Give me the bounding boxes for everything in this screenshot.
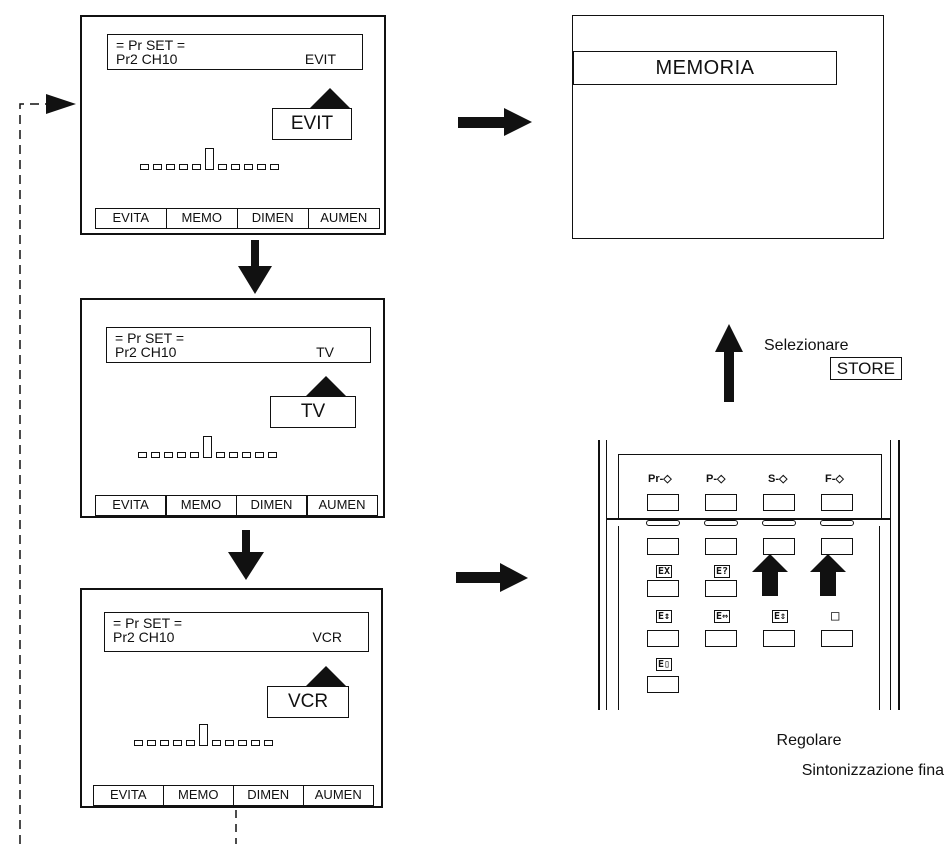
dimen-button[interactable]: DIMEN bbox=[232, 785, 304, 806]
exit-icon: EX bbox=[656, 565, 673, 578]
red-key[interactable] bbox=[646, 520, 680, 526]
dimen-button[interactable]: DIMEN bbox=[236, 208, 309, 229]
memo-button[interactable]: MEMO bbox=[165, 495, 237, 516]
aumen-button[interactable]: AUMEN bbox=[306, 495, 378, 516]
function-button-row: EVITA MEMO DIMEN AUMEN bbox=[92, 785, 374, 806]
select-text: Selezionare bbox=[764, 337, 849, 354]
row4-button-4[interactable] bbox=[821, 630, 853, 647]
row4-button-2[interactable] bbox=[705, 630, 737, 647]
function-button-row: EVITA MEMO DIMEN AUMEN bbox=[94, 208, 380, 229]
row3-button-2[interactable] bbox=[705, 580, 737, 597]
up-arrow-icon bbox=[752, 554, 788, 596]
p-key-label: P-◇ bbox=[706, 473, 726, 485]
f-button[interactable] bbox=[821, 494, 853, 511]
row2-button-2[interactable] bbox=[705, 538, 737, 555]
text-icon-4: E▯ bbox=[656, 658, 673, 671]
evita-button[interactable]: EVITA bbox=[92, 785, 164, 806]
text-icon-1: E↕ bbox=[656, 610, 673, 623]
up-arrow-icon bbox=[810, 554, 846, 596]
memo-button[interactable]: MEMO bbox=[162, 785, 234, 806]
header-title: = Pr SET = bbox=[116, 37, 185, 53]
header-title: = Pr SET = bbox=[115, 330, 184, 346]
header-channel: Pr2 CH10 bbox=[115, 344, 177, 360]
right-arrow-top bbox=[458, 108, 532, 136]
up-arrow bbox=[715, 324, 743, 402]
row2-button-1[interactable] bbox=[647, 538, 679, 555]
function-button-row: EVITA MEMO DIMEN AUMEN bbox=[94, 495, 378, 516]
pointer-triangle bbox=[306, 376, 346, 396]
evita-button[interactable]: EVITA bbox=[94, 495, 167, 516]
memoria-label: MEMORIA bbox=[573, 51, 837, 85]
s-button[interactable] bbox=[763, 494, 795, 511]
text-icon-2: E⇔ bbox=[714, 610, 731, 623]
pr-key-label: Pr-◇ bbox=[648, 473, 672, 485]
mode-label-box: VCR bbox=[267, 686, 349, 718]
row2-button-3[interactable] bbox=[763, 538, 795, 555]
down-arrow-2 bbox=[228, 530, 264, 580]
right-arrow-bottom bbox=[456, 563, 528, 592]
yellow-key[interactable] bbox=[762, 520, 796, 526]
remote-top-panel bbox=[618, 454, 882, 519]
evita-button[interactable]: EVITA bbox=[94, 208, 167, 229]
pointer-triangle bbox=[310, 88, 350, 108]
tuning-bar-indicator bbox=[134, 724, 277, 746]
mode-label-box: EVIT bbox=[272, 108, 352, 140]
header-mode: EVIT bbox=[304, 51, 336, 67]
header-channel: Pr2 CH10 bbox=[116, 51, 178, 67]
adjust-caption: Regolare Sintonizzazione fina bbox=[730, 732, 944, 780]
header-mode: TV bbox=[316, 344, 334, 360]
aumen-button[interactable]: AUMEN bbox=[307, 208, 380, 229]
row3-button-1[interactable] bbox=[647, 580, 679, 597]
row2-button-4[interactable] bbox=[821, 538, 853, 555]
tuning-bar-indicator bbox=[140, 148, 283, 170]
tv-screen-1: = Pr SET = Pr2 CH10 EVIT EVIT EVITA MEMO… bbox=[80, 15, 386, 235]
square-icon: □ bbox=[831, 608, 840, 624]
row4-button-1[interactable] bbox=[647, 630, 679, 647]
adjust-line1: Regolare bbox=[776, 732, 842, 749]
header-mode: VCR bbox=[312, 629, 342, 645]
tuning-bar-indicator bbox=[138, 436, 281, 458]
text-icon-3: E⇕ bbox=[772, 610, 789, 623]
tv-screen-2: = Pr SET = Pr2 CH10 TV TV EVITA MEMO DIM… bbox=[80, 298, 385, 518]
screen-header: = Pr SET = Pr2 CH10 TV bbox=[106, 327, 371, 363]
row5-button-1[interactable] bbox=[647, 676, 679, 693]
loop-dashed-line bbox=[19, 103, 46, 844]
help-icon: E? bbox=[714, 565, 731, 578]
loop-arrowhead bbox=[46, 94, 76, 114]
memoria-screen: MEMORIA bbox=[572, 15, 884, 239]
f-key-label: F-◇ bbox=[825, 473, 844, 485]
screen-header: = Pr SET = Pr2 CH10 VCR bbox=[104, 612, 369, 652]
s-key-label: S-◇ bbox=[768, 473, 788, 485]
screen-header: = Pr SET = Pr2 CH10 EVIT bbox=[107, 34, 363, 70]
dimen-button[interactable]: DIMEN bbox=[235, 495, 308, 516]
remote-divider bbox=[606, 518, 890, 520]
p-button[interactable] bbox=[705, 494, 737, 511]
press-arrows bbox=[752, 554, 846, 596]
memo-button[interactable]: MEMO bbox=[165, 208, 238, 229]
pr-button[interactable] bbox=[647, 494, 679, 511]
header-title: = Pr SET = bbox=[113, 615, 182, 631]
down-arrow-1 bbox=[238, 240, 272, 294]
store-key[interactable]: STORE bbox=[829, 357, 902, 380]
mode-label-box: TV bbox=[270, 396, 356, 428]
row4-button-3[interactable] bbox=[763, 630, 795, 647]
adjust-line2: Sintonizzazione fina bbox=[801, 762, 944, 779]
select-store-caption: Selezionare STORE bbox=[764, 337, 914, 380]
green-key[interactable] bbox=[704, 520, 738, 526]
pointer-triangle bbox=[306, 666, 346, 686]
aumen-button[interactable]: AUMEN bbox=[302, 785, 374, 806]
header-channel: Pr2 CH10 bbox=[113, 629, 175, 645]
tv-screen-3: = Pr SET = Pr2 CH10 VCR VCR EVITA MEMO D… bbox=[80, 588, 383, 808]
remote-control: Pr-◇ P-◇ S-◇ F-◇ EX E? E↕ E⇔ E⇕ □ bbox=[598, 440, 904, 710]
blue-key[interactable] bbox=[820, 520, 854, 526]
